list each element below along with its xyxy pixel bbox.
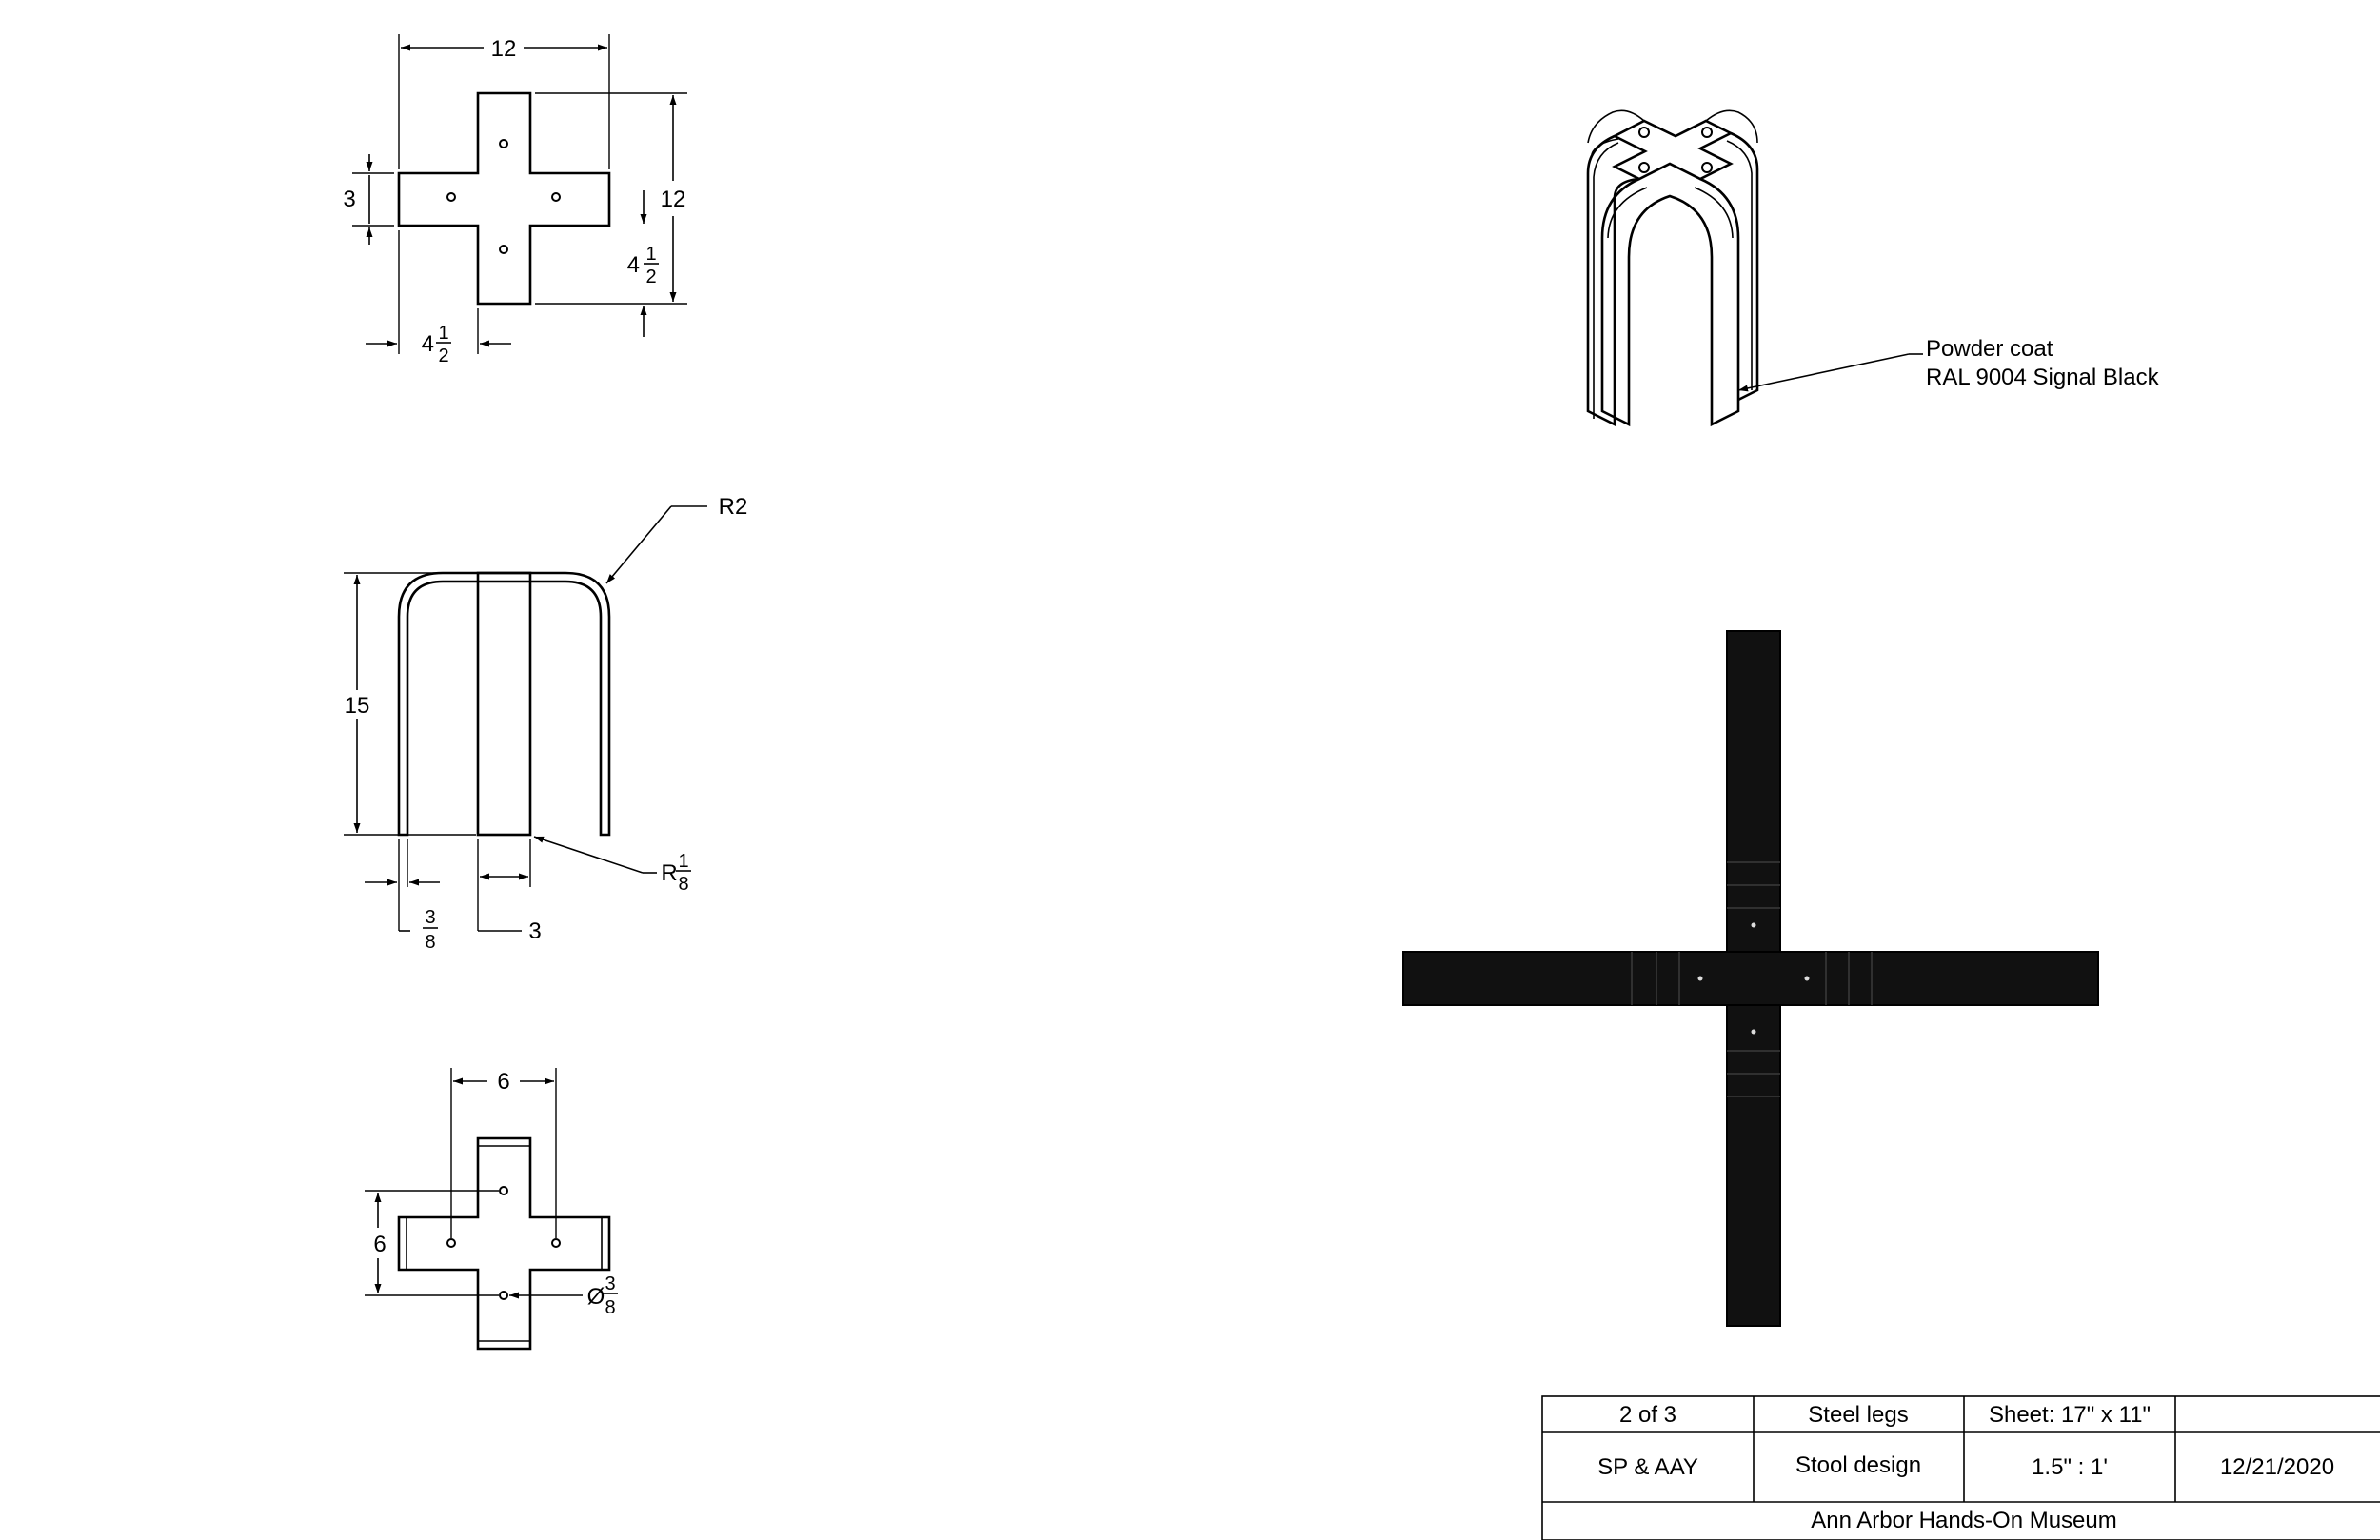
top-view: 12 12 3 4 1 2 4 1 2: [343, 34, 687, 366]
hole: [1701, 127, 1713, 138]
dim-arm-width: 3: [343, 187, 355, 212]
hole: [551, 192, 561, 202]
iso-top-plate: [1612, 119, 1734, 181]
hole: [551, 1238, 561, 1248]
hole: [1751, 1029, 1756, 1035]
hole: [446, 192, 456, 202]
hole: [499, 1186, 508, 1195]
dim-offset-right-whole: 4: [627, 252, 640, 278]
date: 12/21/2020: [2220, 1454, 2334, 1480]
authors: SP & AAY: [1597, 1454, 1698, 1480]
part-name: Steel legs: [1808, 1402, 1908, 1428]
dim-offset-bottom-den: 2: [438, 346, 448, 366]
dim-width: 12: [491, 36, 517, 62]
dim-hole-spacing-x: 6: [497, 1069, 509, 1095]
side-view: R2 15 R 1 8 3 8 3: [344, 494, 747, 953]
dim-height: 15: [345, 693, 370, 719]
scale: 1.5" : 1': [2032, 1454, 2108, 1480]
bottom-view: 6 6 Ø 3 8: [365, 1068, 618, 1351]
hole: [1751, 922, 1756, 928]
sheet-size: Sheet: 17" x 11": [1989, 1402, 2151, 1428]
dim-radius-outer: R2: [719, 494, 748, 520]
plan-horizontal-bar: [1402, 951, 2099, 1006]
dim-offset-bottom-whole: 4: [422, 331, 434, 357]
organization: Ann Arbor Hands-On Museum: [1811, 1508, 2116, 1533]
dim-offset-bottom-num: 1: [438, 323, 448, 344]
hole: [1697, 976, 1703, 981]
dim-hole-dia-num: 3: [605, 1273, 615, 1294]
hole: [499, 139, 508, 148]
hole: [499, 1291, 508, 1300]
dim-radius-inner-prefix: R: [661, 860, 677, 886]
callout-line2: RAL 9004 Signal Black: [1926, 365, 2160, 390]
bent-strap-outline: [397, 571, 611, 837]
dim-thickness-num: 3: [425, 907, 435, 928]
hole: [1804, 976, 1810, 981]
title-block: 2 of 3 Steel legs Sheet: 17" x 11" SP & …: [1541, 1395, 2380, 1540]
dim-offset-right-num: 1: [645, 244, 656, 265]
iso-front-arm: [1600, 177, 1740, 427]
dim-offset-right-den: 2: [645, 267, 656, 287]
cross-outline: [397, 91, 611, 306]
hole: [1638, 162, 1650, 173]
dim-height: 12: [661, 187, 686, 212]
sheet-index: 2 of 3: [1619, 1402, 1676, 1428]
iso-left-arm: [1586, 134, 1640, 427]
dim-hole-dia-prefix: Ø: [587, 1284, 605, 1310]
dim-thickness-den: 8: [425, 932, 435, 953]
dim-radius-inner-num: 1: [678, 851, 688, 872]
dim-hole-dia-den: 8: [605, 1297, 615, 1318]
project-name: Stool design: [1795, 1452, 1921, 1478]
iso-right-arm: [1730, 131, 1759, 402]
hole: [1701, 162, 1713, 173]
hole: [1638, 127, 1650, 138]
dim-radius-inner-den: 8: [678, 874, 688, 895]
dim-hole-spacing-y: 6: [373, 1232, 386, 1257]
bottom-cross-outline: [397, 1136, 611, 1351]
isometric-view: Powder coat RAL 9004 Signal Black: [1586, 109, 2160, 427]
plan-view: [1402, 630, 2099, 1327]
hole: [446, 1238, 456, 1248]
hole: [499, 245, 508, 254]
dim-arm: 3: [528, 918, 541, 944]
callout-line1: Powder coat: [1926, 336, 2053, 362]
center-strap: [476, 571, 532, 837]
